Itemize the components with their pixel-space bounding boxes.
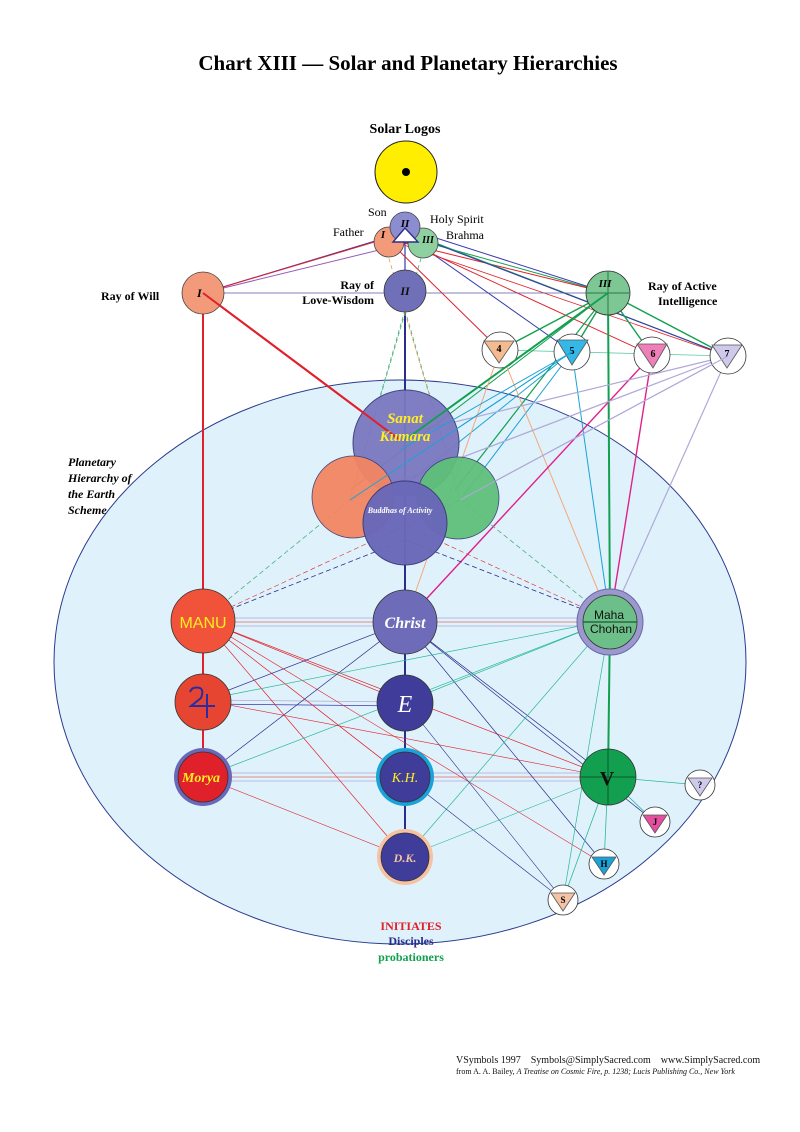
svg-text:K.H.: K.H.	[391, 771, 418, 786]
j-node: J	[639, 806, 671, 838]
svg-text:I: I	[196, 286, 203, 300]
q-node: ?	[684, 769, 716, 801]
legend-probationers: probationers	[378, 950, 444, 964]
ray-love-label-2: Love-Wisdom	[302, 293, 374, 307]
chart-title: Chart XIII — Solar and Planetary Hierarc…	[198, 51, 617, 75]
planetary-label-4: Scheme	[68, 503, 107, 517]
planetary-label-1: Planetary	[68, 455, 117, 469]
footer-line-2: from A. A. Bailey, A Treatise on Cosmic …	[456, 1067, 760, 1076]
ray-love-label-1: Ray of	[340, 278, 375, 292]
svg-text:V: V	[600, 768, 615, 790]
ray-ii-node: II	[383, 269, 427, 313]
svg-text:?: ?	[698, 780, 703, 790]
svg-text:E: E	[397, 692, 413, 718]
svg-text:Christ: Christ	[385, 615, 426, 632]
planetary-ellipse	[53, 379, 747, 945]
ray-active-label-1: Ray of Active	[648, 279, 717, 293]
svg-text:Morya: Morya	[181, 771, 220, 786]
svg-text:7: 7	[725, 349, 730, 360]
planetary-label-2: Hierarchy of	[67, 471, 133, 485]
svg-text:J: J	[653, 817, 658, 827]
dk-node: D.K.	[377, 829, 433, 885]
morya-node: Morya	[174, 748, 232, 806]
legend-initiates: INITIATES	[380, 919, 441, 933]
ray-4-node: 4	[481, 331, 519, 369]
buddha-overlines	[202, 292, 729, 501]
footer-line-1: VSymbols 1997 Symbols@SimplySacred.com w…	[456, 1055, 761, 1066]
planetary-label-3: the Earth	[68, 487, 115, 501]
trinity-ii-label: II	[400, 218, 410, 230]
brahma-label: Brahma	[446, 228, 485, 242]
footer-source-book: A Treatise on Cosmic Fire, p. 1238; Luci…	[516, 1067, 735, 1076]
solar-logos-sun	[374, 140, 438, 204]
svg-text:H: H	[600, 859, 607, 869]
ray-active-label-2: Intelligence	[658, 294, 718, 308]
christ-node: Christ	[372, 589, 438, 655]
footer: VSymbols 1997 Symbols@SimplySacred.com w…	[456, 1055, 760, 1076]
svg-text:Chohan: Chohan	[590, 622, 632, 636]
svg-text:4: 4	[497, 344, 502, 355]
holy-spirit-label: Holy Spirit	[430, 212, 484, 226]
manu-node: MANU	[170, 588, 236, 654]
buddhas-of-activity: Buddhas of Activity	[311, 389, 500, 566]
ray-6-node: 6	[633, 336, 671, 374]
svg-text:S: S	[560, 895, 565, 905]
svg-text:6: 6	[651, 349, 656, 360]
v-node: V	[579, 748, 637, 806]
maha-chohan-node: Maha Chohan	[576, 588, 644, 656]
father-label: Father	[333, 225, 364, 239]
solar-logos-heading: Solar Logos	[370, 122, 441, 137]
jupiter-symbol-node	[174, 673, 232, 731]
sanat-label-2: Kumara	[379, 429, 431, 445]
trinity: II I III	[373, 211, 439, 259]
svg-text:III: III	[598, 278, 613, 290]
svg-text:II: II	[399, 284, 411, 298]
svg-text:D.K.: D.K.	[393, 851, 417, 865]
svg-text:Maha: Maha	[594, 608, 624, 622]
trinity-iii-label: III	[421, 235, 435, 246]
s-node: S	[547, 884, 579, 916]
jupiter-icon	[188, 686, 215, 718]
h-node: H	[588, 848, 620, 880]
svg-text:MANU: MANU	[179, 615, 226, 632]
e-node: E	[376, 674, 434, 732]
legend-disciples: Disciples	[388, 934, 434, 948]
buddhas-label: Buddhas of Activity	[367, 506, 433, 515]
son-label: Son	[368, 205, 387, 219]
footer-source-prefix: from A. A. Bailey,	[456, 1067, 517, 1076]
kh-node: K.H.	[376, 748, 434, 806]
svg-text:5: 5	[570, 346, 575, 357]
sanat-label-1: Sanat	[387, 411, 424, 427]
ray-of-will-label: Ray of Will	[101, 289, 160, 303]
trinity-i-label: I	[380, 229, 386, 241]
